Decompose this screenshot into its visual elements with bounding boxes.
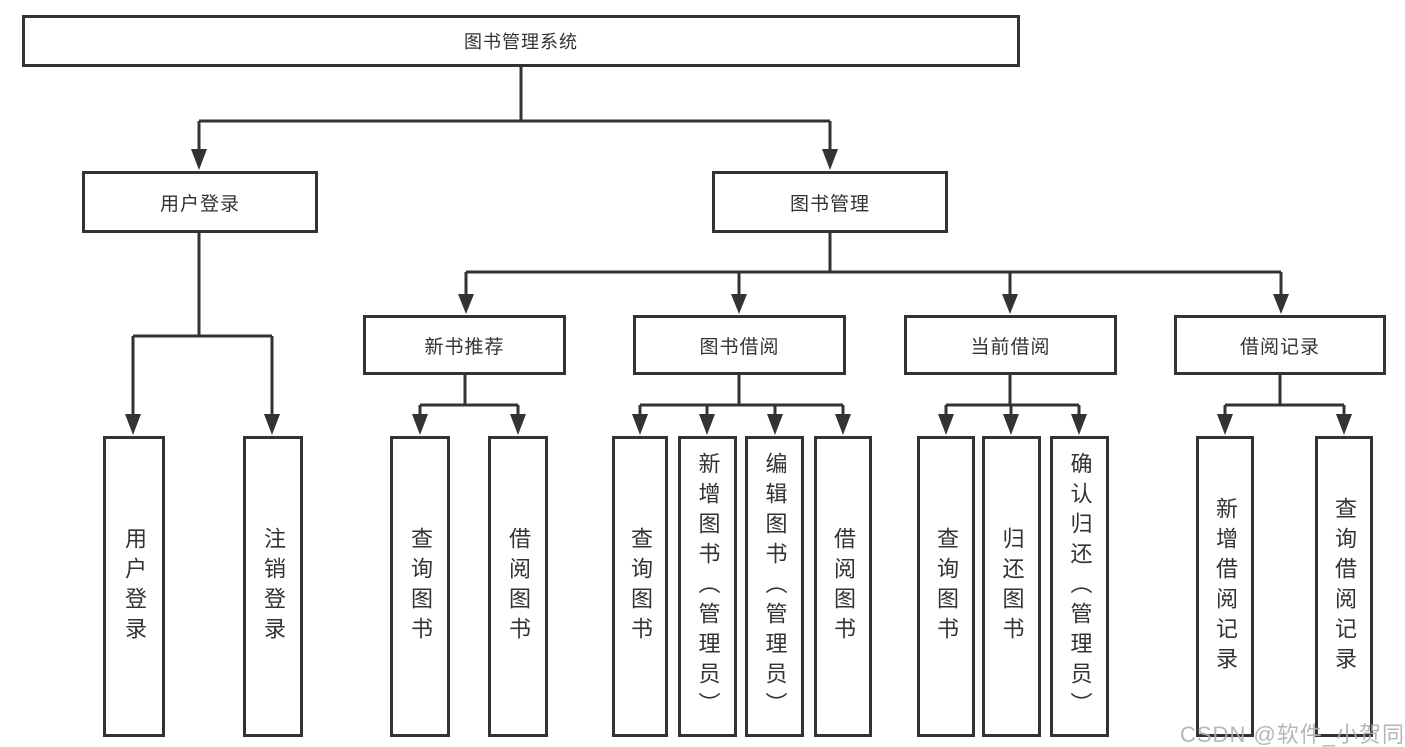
watermark: CSDN @软件_小贺同学 <box>1180 722 1405 747</box>
arrowhead-leaf-borrow-books-1 <box>510 414 526 435</box>
arrowhead-leaf-query-record <box>1336 414 1352 435</box>
connector-root-to-level2 <box>197 66 832 152</box>
arrowhead-leaf-query-books-2 <box>632 414 648 435</box>
node-borrow-records: 借阅记录 <box>1174 315 1386 375</box>
leaf-query-books-1: 查询图书 <box>390 436 450 737</box>
connector-book-management-children <box>464 233 1283 297</box>
leaf-add-borrow-record: 新增借阅记录 <box>1196 436 1254 737</box>
node-user-login: 用户登录 <box>82 171 318 233</box>
arrowhead-leaf-logout <box>264 414 280 435</box>
arrowhead-leaf-add-book <box>699 414 715 435</box>
node-new-book-recommend: 新书推荐 <box>363 315 566 375</box>
connector-current-borrow-children <box>944 375 1081 417</box>
arrowhead-leaf-add-record <box>1217 414 1233 435</box>
leaf-edit-book-admin: 编辑图书（管理员） <box>745 436 804 737</box>
arrowhead-leaf-user-login <box>125 414 141 435</box>
leaf-query-borrow-record: 查询借阅记录 <box>1315 436 1373 737</box>
arrowhead-leaf-query-books-3 <box>938 414 954 435</box>
arrowhead-book-management <box>822 149 838 170</box>
arrowhead-leaf-edit-book <box>767 414 783 435</box>
leaf-borrow-books-2: 借阅图书 <box>814 436 872 737</box>
connector-user-login-children <box>131 233 274 417</box>
connector-book-borrow-children <box>638 375 845 417</box>
arrowhead-leaf-query-books-1 <box>412 414 428 435</box>
leaf-confirm-return-admin: 确认归还（管理员） <box>1050 436 1109 737</box>
connector-borrow-records-children <box>1223 375 1346 417</box>
arrowhead-current-borrow <box>1002 294 1018 314</box>
leaf-logout: 注销登录 <box>243 436 303 737</box>
arrowhead-leaf-confirm-return <box>1071 414 1087 435</box>
arrowhead-book-borrow <box>731 294 747 314</box>
leaf-query-books-2: 查询图书 <box>612 436 668 737</box>
node-book-borrow: 图书借阅 <box>633 315 846 375</box>
arrowhead-leaf-borrow-books-2 <box>835 414 851 435</box>
arrowhead-borrow-records <box>1273 294 1289 314</box>
arrowhead-user-login <box>191 149 207 170</box>
node-current-borrow: 当前借阅 <box>904 315 1117 375</box>
arrowhead-leaf-return-book <box>1003 414 1019 435</box>
node-book-management: 图书管理 <box>712 171 948 233</box>
leaf-query-books-3: 查询图书 <box>917 436 975 737</box>
connector-new-book-children <box>418 375 520 417</box>
leaf-user-login: 用户登录 <box>103 436 165 737</box>
leaf-borrow-books-1: 借阅图书 <box>488 436 548 737</box>
arrowhead-new-book-recommend <box>458 294 474 314</box>
node-root: 图书管理系统 <box>22 15 1020 67</box>
leaf-add-book-admin: 新增图书（管理员） <box>678 436 737 737</box>
leaf-return-book: 归还图书 <box>982 436 1041 737</box>
